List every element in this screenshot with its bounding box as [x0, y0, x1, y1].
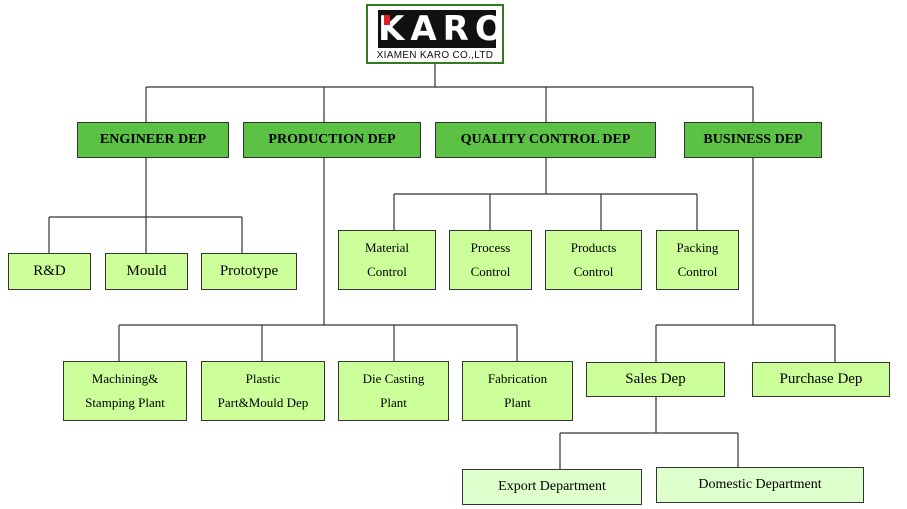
quality-control-dep: QUALITY CONTROL DEP	[435, 122, 656, 158]
engineer-unit: Prototype	[201, 253, 297, 290]
engineer-unit: R&D	[8, 253, 91, 290]
export-department: Export Department	[462, 469, 642, 505]
karo-logo: KARO XIAMEN KARO CO.,LTD	[366, 4, 504, 64]
company-name: XIAMEN KARO CO.,LTD	[376, 50, 494, 61]
sales-dep: Sales Dep	[586, 362, 725, 397]
production-unit: Machining&Stamping Plant	[63, 361, 187, 421]
business-dep: BUSINESS DEP	[684, 122, 822, 158]
purchase-dep: Purchase Dep	[752, 362, 890, 397]
domestic-department: Domestic Department	[656, 467, 864, 503]
engineer-dep: ENGINEER DEP	[77, 122, 229, 158]
production-dep: PRODUCTION DEP	[243, 122, 421, 158]
logo-mark: KARO	[378, 9, 510, 49]
engineer-unit: Mould	[105, 253, 188, 290]
